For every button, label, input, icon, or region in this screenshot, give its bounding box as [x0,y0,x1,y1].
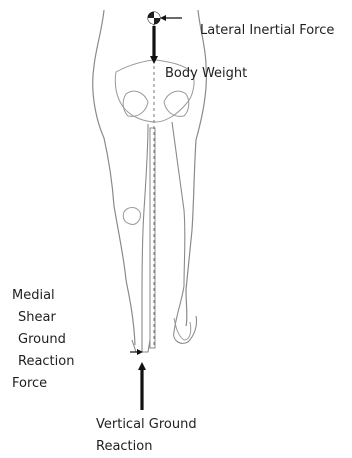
body-outline-right [186,10,206,326]
label-medial-line: Reaction [12,351,74,373]
stance-leg-inner [142,124,148,352]
knee-left [123,208,140,225]
label-medial-line: Medial [12,285,74,307]
label-medial-line: Ground [12,329,74,351]
com-quadrant-2 [148,18,154,24]
label-medial-line: Force [12,373,74,395]
label-medial-line: Shear [12,307,74,329]
pelvis-wing-right [164,91,189,116]
pelvis-wing-left [123,91,148,116]
label-body-weight: Body Weight [165,63,247,85]
com-quadrant [154,12,160,18]
label-vertical-ground-reaction: Vertical Ground Reaction [96,414,197,458]
label-vertical-line: Vertical Ground [96,414,197,436]
body-outline-left [93,10,135,345]
label-vertical-line: Reaction [96,436,197,458]
label-lateral-inertial-force: Lateral Inertial Force [200,20,334,42]
label-medial-shear: Medial Shear Ground Reaction Force [12,285,74,395]
swing-foot [174,318,191,340]
swing-leg [172,122,197,343]
